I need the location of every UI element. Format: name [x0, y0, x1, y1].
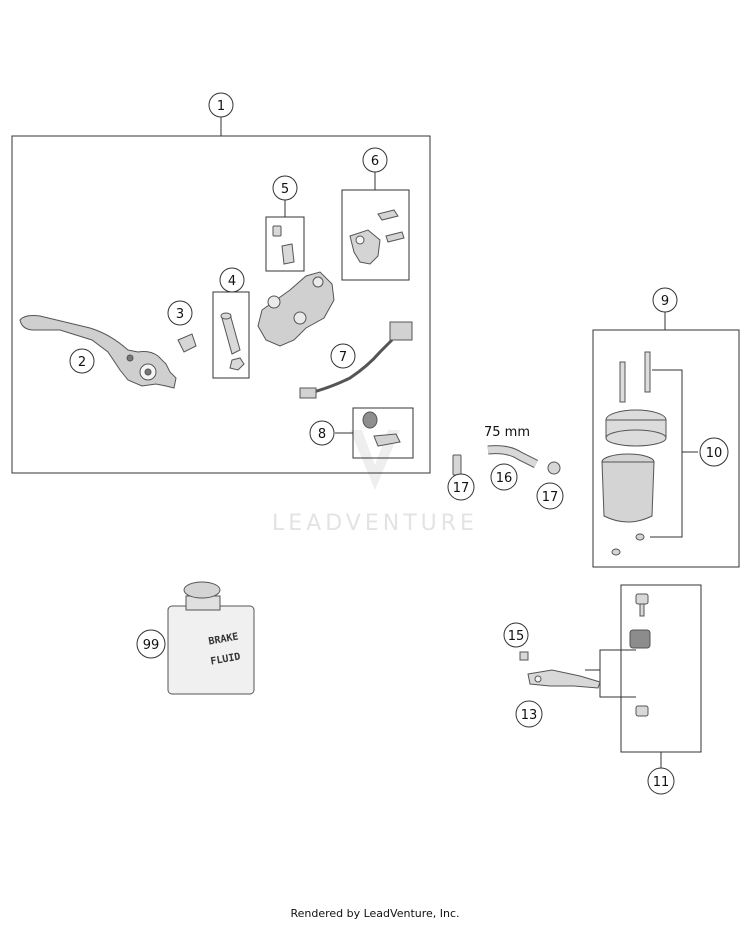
hose-length-label: 75 mm	[484, 425, 530, 440]
callout-17-left[interactable]: 17	[447, 473, 475, 501]
part-6-clamp	[349, 209, 405, 265]
svg-text:9: 9	[661, 294, 669, 309]
svg-text:7: 7	[339, 350, 347, 365]
callout-7[interactable]: 7	[330, 343, 356, 369]
callout-1[interactable]: 1	[208, 92, 234, 118]
callout-99[interactable]: 99	[136, 629, 166, 659]
svg-text:13: 13	[521, 708, 538, 723]
svg-text:8: 8	[318, 427, 326, 442]
part-7-switch-cable	[299, 321, 413, 399]
callout-3[interactable]: 3	[167, 300, 193, 326]
callout-9[interactable]: 9	[652, 287, 678, 313]
callout-17-right[interactable]: 17	[536, 482, 564, 510]
part-17-fitting-left	[452, 454, 462, 476]
svg-text:4: 4	[228, 274, 236, 289]
part-15-screw	[519, 651, 529, 661]
svg-text:16: 16	[496, 471, 513, 486]
callout-15[interactable]: 15	[503, 622, 529, 648]
svg-text:1: 1	[217, 99, 225, 114]
part-16-hose	[487, 445, 539, 469]
svg-text:2: 2	[78, 355, 86, 370]
part-8-switch	[362, 411, 401, 447]
part-17-clamp-right	[547, 461, 561, 475]
reservoir-bolts	[619, 351, 651, 403]
callout-6[interactable]: 6	[362, 147, 388, 173]
footer-credit: Rendered by LeadVenture, Inc.	[290, 907, 460, 920]
svg-text:10: 10	[706, 446, 723, 461]
callout-13[interactable]: 13	[515, 700, 543, 728]
svg-text:6: 6	[371, 154, 379, 169]
group-box-9	[592, 329, 740, 568]
svg-text:99: 99	[143, 638, 160, 653]
bottle-label-line2: FLUID	[210, 652, 242, 668]
part-11-hardware	[629, 593, 651, 717]
part-3-clip	[177, 333, 197, 353]
group-box-11	[620, 584, 702, 753]
reservoir-cap	[605, 409, 667, 447]
part-5-screw	[272, 225, 295, 265]
bottle-label-line1: BRAKE	[208, 632, 240, 648]
part-2-lever	[19, 315, 177, 389]
svg-text:3: 3	[176, 307, 184, 322]
callout-8[interactable]: 8	[309, 420, 335, 446]
svg-text:17: 17	[453, 481, 470, 496]
callout-5[interactable]: 5	[272, 175, 298, 201]
callout-4[interactable]: 4	[219, 267, 245, 293]
callout-16[interactable]: 16	[490, 463, 518, 491]
watermark: LEADVENTURE	[272, 430, 478, 536]
svg-text:17: 17	[542, 490, 559, 505]
svg-text:5: 5	[281, 182, 289, 197]
part-4-pin	[220, 312, 245, 371]
master-cylinder-body	[257, 271, 335, 347]
callout-2[interactable]: 2	[69, 348, 95, 374]
part-99-brake-fluid-bottle: BRAKE FLUID	[167, 581, 255, 695]
svg-text:15: 15	[508, 629, 525, 644]
callout-11[interactable]: 11	[647, 767, 675, 795]
svg-text:11: 11	[653, 775, 670, 790]
part-13-bracket	[527, 669, 601, 689]
watermark-text: LEADVENTURE	[272, 511, 478, 536]
callout-10[interactable]: 10	[699, 437, 729, 467]
reservoir-body	[601, 453, 655, 556]
